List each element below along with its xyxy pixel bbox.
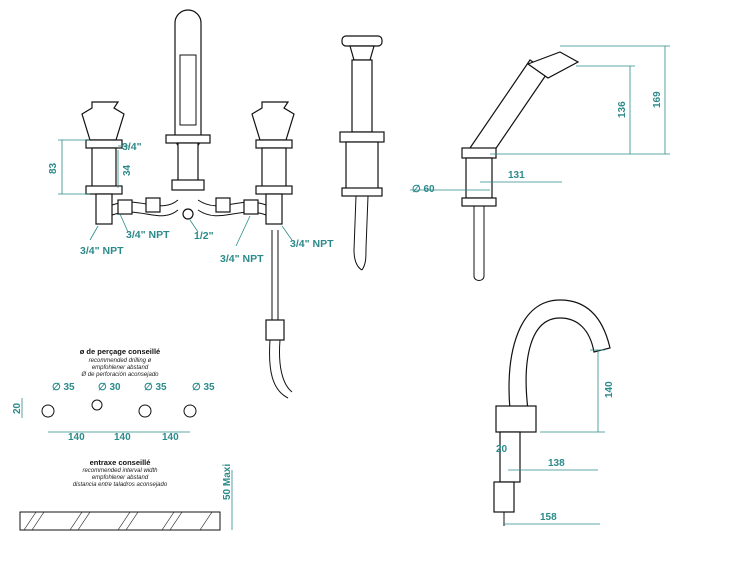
interval-title: entraxe conseillé xyxy=(90,458,151,467)
thread-1-2: 1/2" xyxy=(194,230,214,242)
hand-shower-angled xyxy=(461,51,580,281)
hand-shower-side xyxy=(339,35,385,271)
dim-34-label: 34 xyxy=(122,164,133,176)
spout-profile xyxy=(493,299,611,526)
thread-3-4-npt-left: 3/4" NPT xyxy=(80,245,124,257)
dimension-140-right: 140 xyxy=(540,349,615,433)
spacing-1: 140 xyxy=(68,432,85,443)
thread-3-4-npt-bottom: 3/4" NPT xyxy=(220,253,264,265)
spacing-2: 140 xyxy=(114,432,131,443)
interval-recommendation: entraxe conseillé recommended interval w… xyxy=(19,458,233,531)
drilling-sub-es: Ø de perforación aconsejado xyxy=(80,372,159,378)
hole-4-diam: ∅ 35 xyxy=(192,382,215,393)
interval-sub-en: recommended interval width xyxy=(82,468,158,474)
dimension-83: 83 xyxy=(48,139,90,195)
dimension-diameter-60: ∅ 60 xyxy=(410,184,490,195)
hole-3-diam: ∅ 35 xyxy=(144,382,167,393)
dim-diameter-60-label: ∅ 60 xyxy=(412,184,435,195)
dimension-131: 131 xyxy=(480,170,562,183)
thread-3-4-top: 3/4" xyxy=(122,141,142,153)
dimension-158: 158 xyxy=(504,512,600,525)
dimension-136: 136 xyxy=(576,65,635,154)
hole-2-diam: ∅ 30 xyxy=(98,382,121,393)
dim-136-label: 136 xyxy=(617,101,628,118)
drilling-title: ø de perçage conseillé xyxy=(80,347,160,356)
faucet-assembly-front xyxy=(81,9,295,399)
dim-20-label: 20 xyxy=(496,444,508,455)
dim-140-label: 140 xyxy=(604,381,615,398)
interval-sub-es: distancia entre taladros aconsejado xyxy=(73,482,168,488)
dimension-34: 34 xyxy=(117,150,133,188)
interval-sub-de: empfohlener abstand xyxy=(92,475,149,481)
dimension-20-spout: 20 xyxy=(496,444,508,455)
thread-3-4-npt-right: 3/4" NPT xyxy=(290,238,334,250)
max-thickness-label: 50 Maxi xyxy=(222,464,233,500)
dim-169-label: 169 xyxy=(652,91,663,108)
drilling-sub-en: recommended drilling ø xyxy=(89,358,152,364)
dimension-138: 138 xyxy=(508,458,598,471)
thread-3-4-npt-mid: 3/4" NPT xyxy=(126,229,170,241)
dim-83-label: 83 xyxy=(48,162,59,174)
hole-20-label: 20 xyxy=(12,402,23,414)
spacing-3: 140 xyxy=(162,432,179,443)
dim-158-label: 158 xyxy=(540,512,557,523)
drilling-sub-de: empfohlener abstand xyxy=(92,365,149,371)
dim-131-label: 131 xyxy=(508,170,525,181)
drilling-recommendation: ø de perçage conseillé recommended drill… xyxy=(12,347,215,443)
hole-1-diam: ∅ 35 xyxy=(52,382,75,393)
dimension-169: 169 xyxy=(490,45,670,155)
dim-138-label: 138 xyxy=(548,458,565,469)
